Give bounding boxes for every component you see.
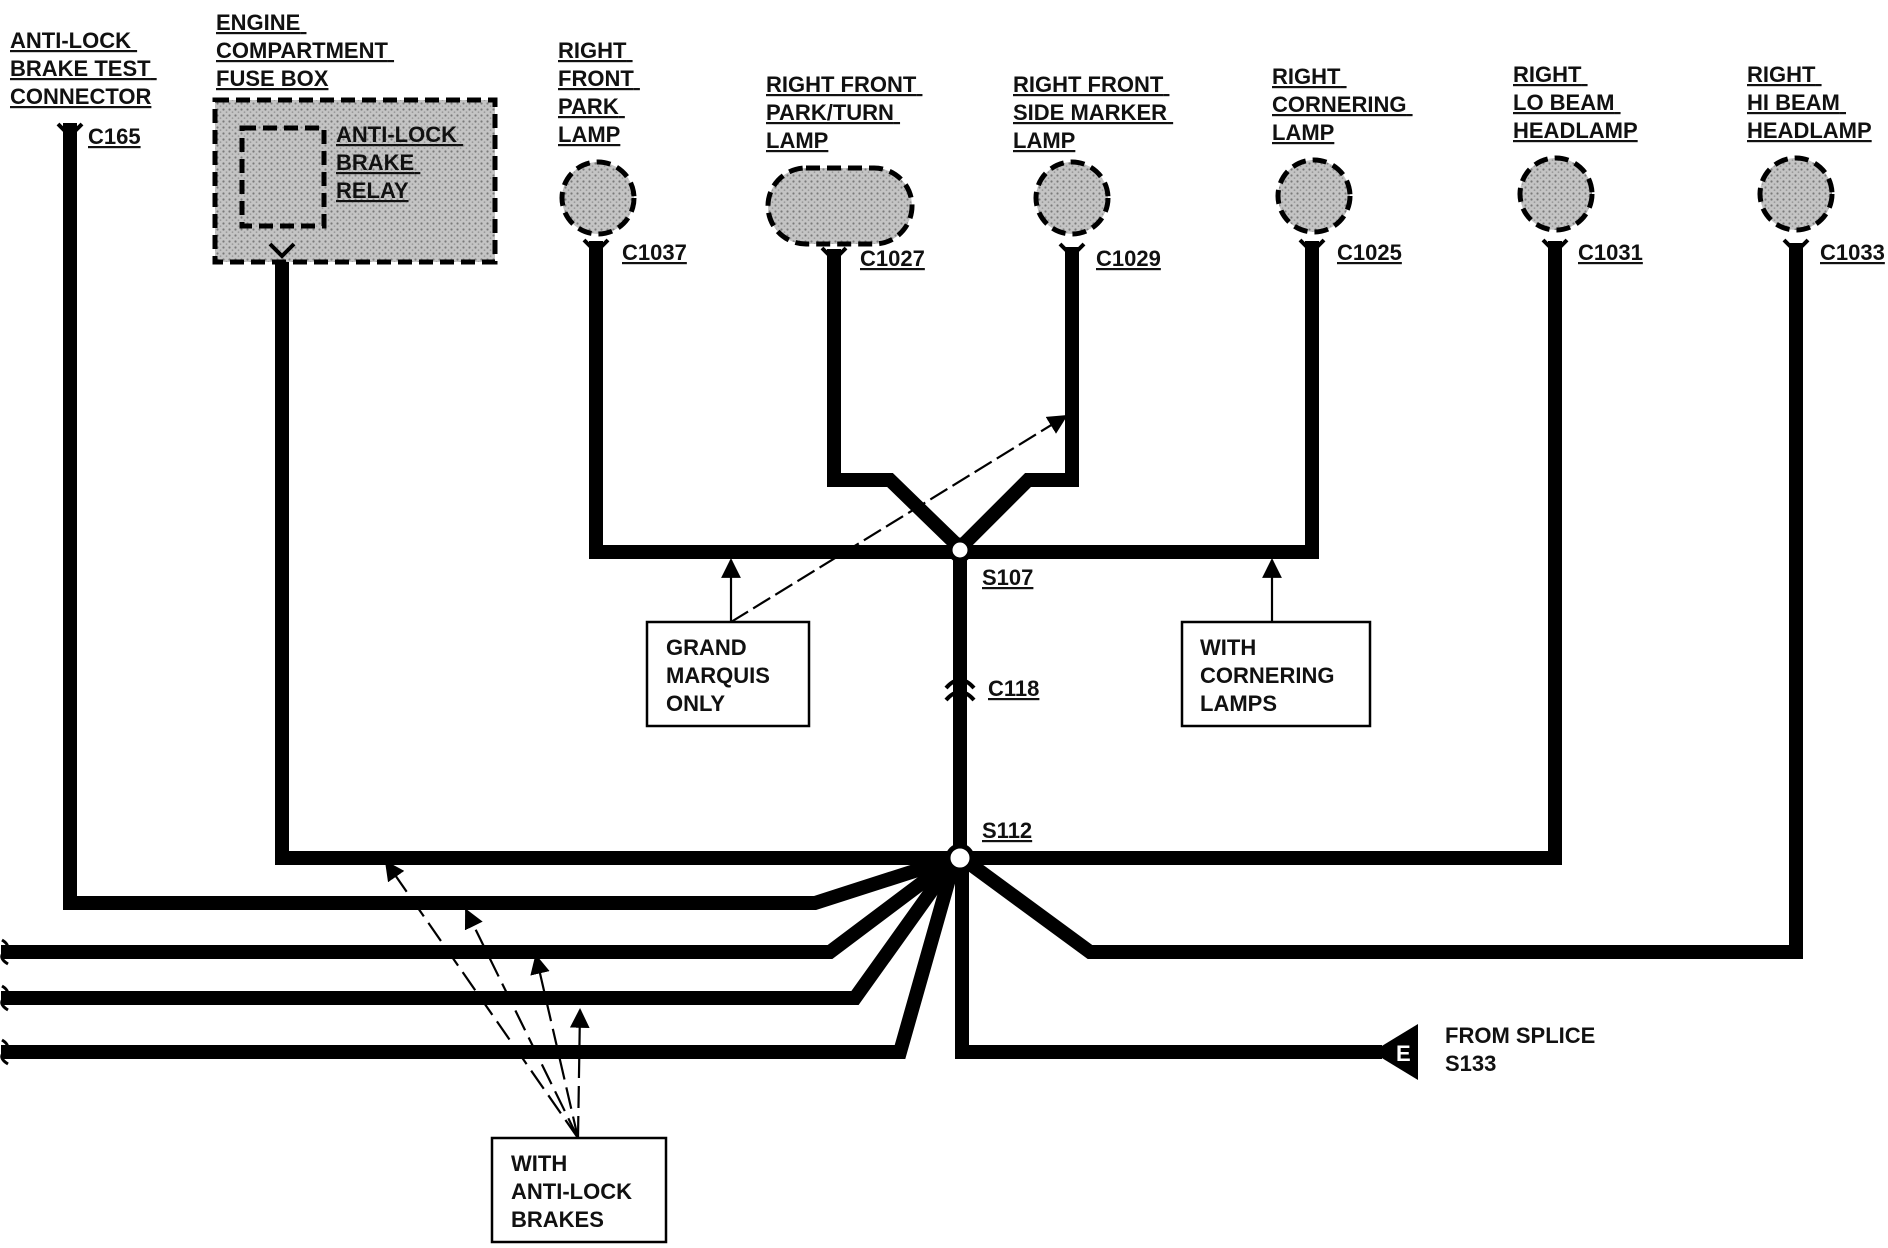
c1033-label: C1033 (1820, 240, 1885, 265)
wire-side-marker (950, 247, 1079, 558)
ground-label: FROM SPLICE S133 (1445, 1023, 1601, 1076)
abs-relay-label: ANTI-LOCK BRAKE RELAY (336, 122, 463, 203)
c1037-pin-icon (582, 238, 610, 255)
cornering-lamp-label: RIGHT CORNERING LAMP (1272, 64, 1413, 145)
lo-beam-label: RIGHT LO BEAM HEADLAMP (1513, 62, 1638, 143)
c1031-pin-icon (1541, 238, 1569, 255)
wire-lo-beam (955, 241, 1562, 865)
park-turn-lamp-label: RIGHT FRONT PARK/TURN LAMP (766, 72, 922, 153)
park-turn-lamp-icon (765, 165, 915, 247)
c165-pin-icon (56, 122, 84, 139)
wire-s107-bus (589, 241, 1319, 559)
wire-park-turn (827, 249, 970, 558)
wire-left-1 (1, 848, 965, 959)
wires (1, 123, 1803, 1059)
note-grand-marquis: GRAND MARQUIS ONLY (645, 620, 811, 728)
lo-beam-icon (1517, 155, 1595, 233)
wire-ground (955, 853, 1382, 1059)
splice-s112 (945, 843, 975, 873)
hi-beam-icon (1757, 155, 1835, 233)
c1027-pin-icon (820, 246, 848, 263)
wire-left-2 (1, 848, 965, 1005)
c1037-label: C1037 (622, 240, 687, 265)
side-marker-lamp-icon (1033, 159, 1111, 237)
c1025-pin-icon (1298, 238, 1326, 255)
side-marker-lamp-label: RIGHT FRONT SIDE MARKER LAMP (1013, 72, 1173, 153)
ground-symbol-letter: E (1396, 1041, 1411, 1066)
park-lamp-label: RIGHT FRONT PARK LAMP (558, 38, 640, 147)
park-lamp-icon (559, 159, 637, 237)
fuse-box-pin-icon (268, 242, 296, 259)
c1033-pin-icon (1782, 238, 1810, 255)
grand-marquis-arrow-2 (730, 414, 1068, 623)
ground-symbol: E (1372, 1024, 1418, 1080)
wire-c165 (63, 123, 964, 910)
abs-arrows (384, 860, 590, 1139)
c1027-label: C1027 (860, 246, 925, 271)
c1025-label: C1025 (1337, 240, 1402, 265)
svg-text:GRAND MARQUIS ONLY: GRAND MARQUIS ONLY (666, 635, 776, 716)
c165-label: C165 (88, 124, 141, 149)
splice-s107 (947, 537, 973, 563)
note-abs: WITH ANTI-LOCK BRAKES (490, 1136, 668, 1244)
c1029-label: C1029 (1096, 246, 1161, 271)
c1029-pin-icon (1058, 242, 1086, 259)
wire-hi-beam (952, 243, 1803, 959)
c1031-label: C1031 (1578, 240, 1643, 265)
abs-relay (239, 125, 327, 229)
cornering-lamp-icon (1275, 157, 1353, 235)
fuse-box-label: ENGINE COMPARTMENT FUSE BOX (216, 10, 394, 91)
wire-breaks (0, 938, 9, 1066)
c118-connector-mark (944, 678, 976, 702)
wire-left-3 (1, 849, 964, 1059)
svg-text:WITH CORNERING LAM: WITH CORNERING LAMPS (1200, 635, 1341, 716)
fuse-box (212, 97, 498, 265)
svg-text:WITH ANTI-LOCK BRA: WITH ANTI-LOCK BRAKES (511, 1151, 638, 1232)
wire-fuse-box (275, 245, 962, 865)
hi-beam-label: RIGHT HI BEAM HEADLAMP (1747, 62, 1872, 143)
note-cornering: WITH CORNERING LAMPS (1180, 620, 1372, 728)
c118-label: C118 (988, 676, 1039, 701)
s112-label: S112 (982, 818, 1032, 843)
s107-label: S107 (982, 565, 1033, 590)
abs-test-connector-label: ANTI-LOCK BRAKE TEST CONNECTOR (10, 28, 157, 109)
